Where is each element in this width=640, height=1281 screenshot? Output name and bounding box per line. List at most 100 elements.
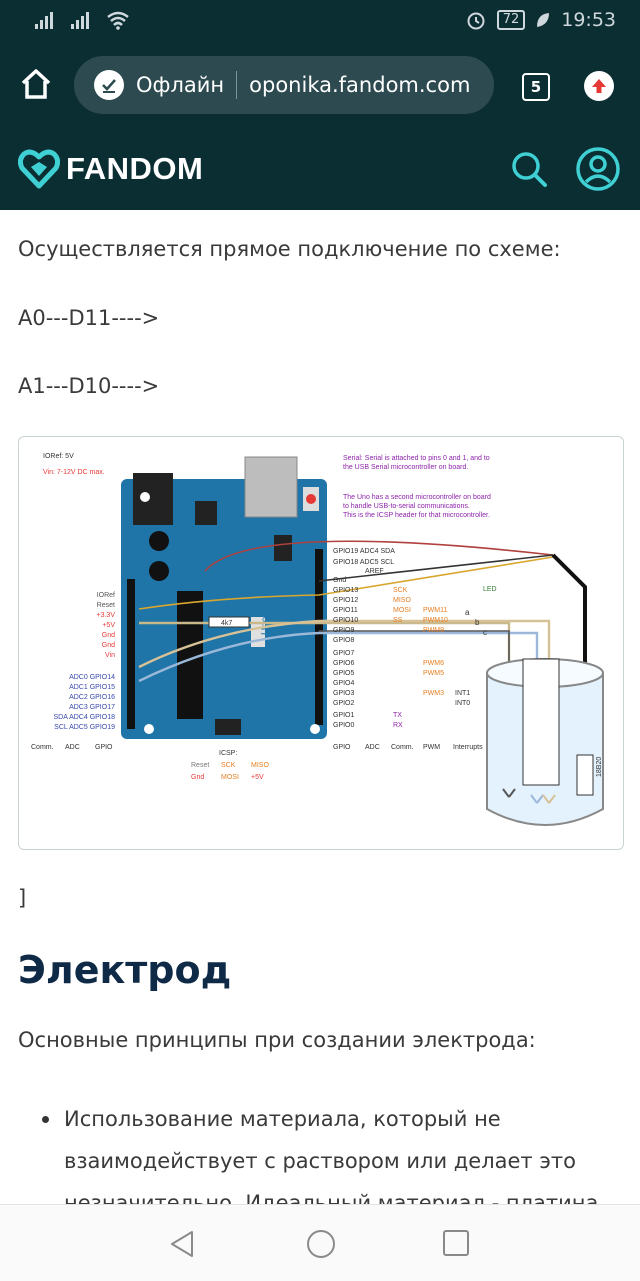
wire-label-c: c	[483, 628, 487, 637]
usb-connector	[244, 456, 298, 518]
icsp-sck: SCK	[221, 762, 236, 769]
pwm-labels: PWM11 PWM10 PWM9 PWM6 PWM5 PWM3	[423, 607, 448, 697]
arrow-b	[530, 794, 544, 804]
adc-label-1: ADC1 GPIO15	[69, 684, 115, 691]
serial-rx: RX	[393, 722, 403, 729]
url-separator	[236, 71, 238, 99]
power-labels: IORef Reset +3.3V +5V Gnd Gnd Vin	[97, 592, 116, 659]
capacitor-2	[149, 561, 169, 581]
right-footer: GPIO ADC Comm. PWM Interrupts	[333, 744, 483, 751]
mount-hole-2	[144, 724, 154, 734]
mount-hole-3	[310, 724, 320, 734]
icsp-reset: Reset	[191, 762, 209, 769]
search-icon[interactable]	[508, 148, 550, 190]
user-account-icon[interactable]	[575, 146, 621, 192]
site-header: FANDOM	[0, 128, 640, 210]
right-pin-8: GPIO9	[333, 627, 355, 634]
wire-d11	[138, 619, 551, 801]
right-pin-13: GPIO4	[333, 680, 355, 687]
right-pin-5: GPIO12	[333, 597, 358, 604]
led-label: LED	[483, 586, 497, 593]
pwm-5: PWM5	[423, 670, 444, 677]
logo-text: FANDOM	[66, 151, 204, 186]
wire-vcc	[204, 540, 554, 572]
icsp-miso: MISO	[251, 762, 269, 769]
power-jack	[133, 473, 173, 525]
browser-toolbar: Офлайн oponika.fandom.com 5	[0, 44, 640, 128]
connection-line-2: A1---D10---->	[18, 374, 160, 398]
icsp-header	[215, 719, 241, 735]
serial-tx: TX	[393, 712, 402, 719]
bullet-line-2: взаимодействует с раствором или делает э…	[64, 1149, 576, 1173]
alarm-icon	[467, 12, 485, 30]
right-footer-adc: ADC	[365, 744, 380, 751]
intro-paragraph: Осуществляется прямое подключение по схе…	[18, 237, 561, 261]
back-icon[interactable]	[168, 1229, 196, 1259]
adc-label-4: SDA ADC4 GPIO18	[54, 714, 116, 721]
adc-label-0: ADC0 GPIO14	[69, 674, 115, 681]
power-label-gnd1: Gnd	[102, 632, 115, 639]
fandom-logo[interactable]: FANDOM	[18, 148, 203, 190]
update-button[interactable]	[584, 71, 614, 101]
right-pin-15: GPIO2	[333, 700, 355, 707]
pwm-3: PWM3	[423, 690, 444, 697]
url-text[interactable]: oponika.fandom.com	[249, 73, 471, 97]
ioref-note: IORef: 5V	[43, 453, 74, 460]
address-bar[interactable]: Офлайн oponika.fandom.com	[74, 56, 494, 114]
int-labels: INT1 INT0	[455, 690, 470, 707]
right-pin-labels: GPIO19 ADC4 SDA GPIO18 ADC5 SCL AREF Gnd…	[333, 548, 395, 729]
arduino-wiring-diagram[interactable]: IORef: 5V Vin: 7-12V DC max. Serial: Ser…	[18, 436, 624, 850]
left-footer-adc: ADC	[65, 744, 80, 751]
power-label-3v3: +3.3V	[97, 612, 116, 619]
right-pin-12: GPIO5	[333, 670, 355, 677]
cell-signal-2-icon	[71, 12, 89, 29]
power-label-5v: +5V	[102, 622, 115, 629]
wire-gnd	[318, 554, 554, 582]
uno-note-1: The Uno has a second microcontroller on …	[343, 494, 491, 501]
left-footer-gpio: GPIO	[95, 744, 113, 751]
offline-label: Офлайн	[136, 73, 225, 97]
resistor-label: 4k7	[221, 620, 232, 627]
right-pin-2: AREF	[365, 568, 384, 575]
offline-icon	[94, 70, 124, 100]
power-label-gnd2: Gnd	[102, 642, 115, 649]
adc-label-5: SCL ADC5 GPIO19	[54, 724, 115, 731]
connection-line-1: A0---D11---->	[18, 306, 160, 330]
adc-label-3: ADC3 GPIO17	[69, 704, 115, 711]
wire-label-b: b	[475, 618, 480, 627]
status-bar: 72 19:53	[0, 0, 640, 44]
spi-sck: SCK	[393, 587, 408, 594]
analog-header	[127, 579, 135, 729]
spi-miso: MISO	[393, 597, 411, 604]
right-pin-14: GPIO3	[333, 690, 355, 697]
arrow-c	[502, 788, 516, 798]
wire-data	[138, 556, 554, 610]
icsp-usb-header	[274, 535, 292, 561]
right-pin-11: GPIO6	[333, 660, 355, 667]
icsp-labels: Reset SCK MISO Gnd MOSI +5V	[191, 762, 269, 781]
int-0: INT0	[455, 700, 470, 707]
home-icon[interactable]	[18, 66, 54, 102]
uno-note-3: This is the ICSP header for that microco…	[343, 512, 490, 519]
arrow-up-icon	[592, 79, 606, 93]
pwm-11: PWM11	[423, 607, 447, 614]
right-footer-gpio: GPIO	[333, 744, 351, 751]
sensor-label: 18B20	[596, 757, 603, 777]
right-pin-9: GPIO8	[333, 637, 355, 644]
int-1: INT1	[455, 690, 470, 697]
home-circle-icon[interactable]	[306, 1229, 336, 1259]
mount-hole-1	[140, 492, 150, 502]
recent-apps-icon[interactable]	[442, 1229, 470, 1257]
power-label-ioref: IORef	[97, 592, 115, 599]
pwm-6: PWM6	[423, 660, 444, 667]
right-pin-1: GPIO18 ADC5 SCL	[333, 559, 394, 566]
right-pin-7: GPIO10	[333, 617, 358, 624]
tab-switcher-button[interactable]: 5	[522, 73, 550, 101]
spi-ss: SS	[393, 617, 403, 624]
spi-mosi: MOSI	[393, 607, 411, 614]
capacitor-1	[149, 531, 169, 551]
arrow-a	[542, 794, 556, 804]
board-name: Uno	[260, 616, 271, 635]
power-label-reset: Reset	[97, 602, 115, 609]
wiring-svg: IORef: 5V Vin: 7-12V DC max. Serial: Ser…	[31, 453, 604, 826]
